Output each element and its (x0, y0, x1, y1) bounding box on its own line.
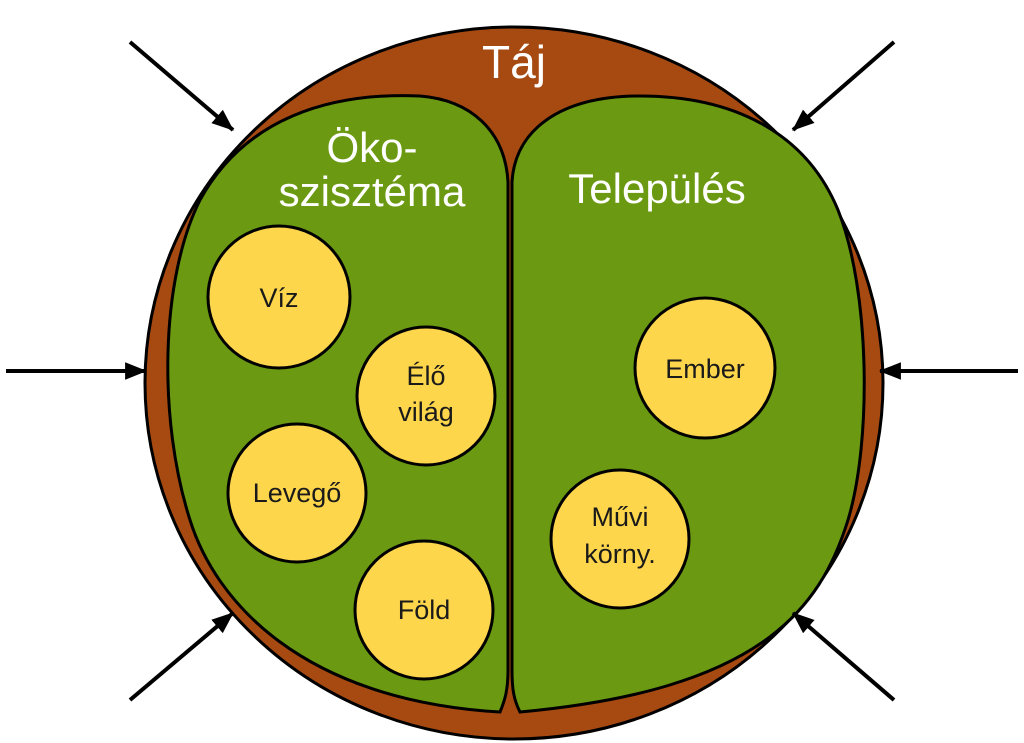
ecosystem-label-line2: szisztéma (279, 168, 466, 215)
bubble-elo-label-line1: Élő (406, 361, 445, 391)
bubble-muvi-label-line2: körny. (584, 539, 656, 569)
arrow-top-right-icon (791, 40, 896, 132)
settlement-label: Település (568, 165, 745, 212)
bubble-viz: Víz (206, 224, 352, 370)
bubble-fold: Föld (353, 539, 495, 681)
arrow-bottom-left-icon (128, 611, 235, 702)
landscape-title: Táj (482, 36, 546, 88)
bubble-elo-label-line2: világ (398, 397, 454, 427)
bubble-muvi-korny: Művi körny. (549, 468, 691, 610)
bubble-elo-vilag: Élő világ (355, 325, 497, 467)
bubble-levego-label: Levegő (253, 478, 342, 508)
arrow-top-left-icon (128, 40, 235, 132)
bubble-viz-label: Víz (259, 283, 298, 313)
ecosystem-label-line1: Öko- (326, 124, 417, 171)
bubble-ember: Ember (633, 296, 777, 440)
bubble-fold-label: Föld (398, 595, 451, 625)
bubble-ember-label: Ember (665, 354, 745, 384)
arrow-bottom-right-icon (791, 611, 896, 702)
bubble-muvi-label-line1: Művi (591, 502, 648, 532)
bubble-levego: Levegő (226, 422, 368, 564)
